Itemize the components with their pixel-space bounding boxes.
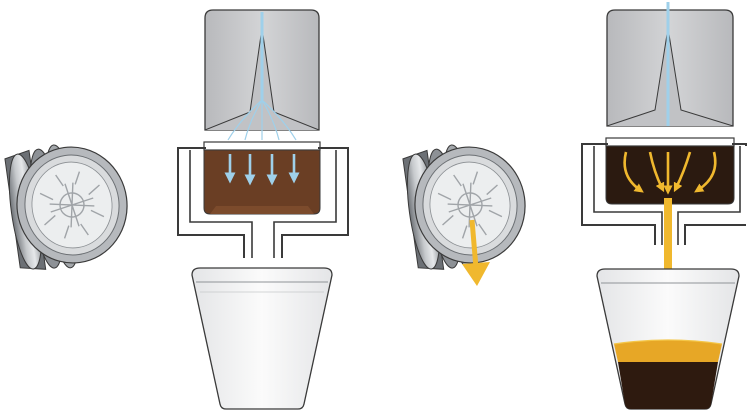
brew-head-water-stage <box>177 9 349 410</box>
coffee-grounds <box>203 149 321 215</box>
outflow-arrow-icon <box>462 219 490 286</box>
brew-head-extraction-stage <box>581 2 747 410</box>
pierced-capsule-icon <box>402 144 526 270</box>
extraction-arrow <box>673 151 692 193</box>
sealed-capsule-icon <box>4 144 128 270</box>
extraction-arrow <box>623 151 644 193</box>
extraction-arrow <box>648 151 665 193</box>
empty-cup-icon <box>191 267 333 410</box>
extraction-arrow <box>694 151 717 193</box>
espresso-liquid <box>618 362 718 409</box>
filled-cup-icon <box>596 268 740 410</box>
crema-layer <box>614 340 722 362</box>
